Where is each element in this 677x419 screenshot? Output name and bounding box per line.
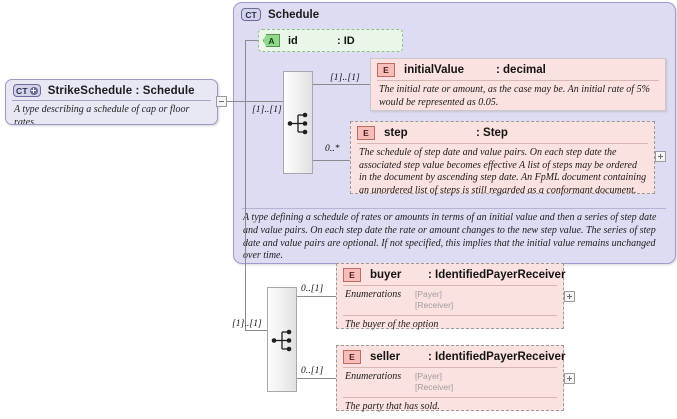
element-documentation: The party that has sold. [345, 400, 440, 412]
root-documentation: A type describing a schedule of cap or f… [14, 104, 190, 125]
enumerations-label: Enumerations [345, 289, 402, 300]
element-separator [343, 367, 557, 368]
root-type-box-strikeschedule[interactable]: CT StrikeSchedule : Schedule A type desc… [5, 79, 218, 125]
element-name: seller [370, 351, 401, 363]
element-documentation: The buyer of the option [345, 318, 439, 330]
element-documentation: The schedule of step date and value pair… [359, 147, 647, 196]
element-header-initialvalue: E initialValue : decimal [371, 59, 665, 80]
connector-to-strikeschedule-compositor [245, 330, 267, 331]
element-box-initialvalue[interactable]: E initialValue : decimal The initial rat… [370, 58, 666, 111]
sequence-icon [287, 112, 308, 135]
connector-attribute-horizontal [245, 40, 258, 41]
attribute-name: id [288, 34, 298, 47]
element-header-seller: E seller : IdentifiedPayerReceiver [337, 346, 566, 367]
enumerations-label: Enumerations [345, 371, 402, 382]
ct-label: CT [16, 85, 28, 96]
container-title: Schedule [268, 8, 320, 21]
element-separator [377, 80, 659, 81]
container-separator [242, 208, 666, 209]
element-name: step [384, 127, 408, 139]
cardinality-step: 0..* [325, 144, 340, 154]
connector-root-out [227, 101, 245, 102]
cardinality-initialvalue: [1]..[1] [330, 73, 360, 83]
enum-value: [Receiver] [415, 382, 454, 393]
cardinality-schedule-branch: [1]..[1] [252, 105, 282, 115]
element-type: : decimal [496, 64, 546, 76]
collapse-toggle-strikeschedule[interactable] [216, 96, 227, 107]
root-header: CT StrikeSchedule : Schedule [6, 80, 217, 100]
connector-to-schedule-compositor [245, 101, 283, 102]
element-type: : IdentifiedPayerReceiver [428, 351, 566, 363]
element-box-seller[interactable]: E seller : IdentifiedPayerReceiver Enume… [336, 345, 566, 412]
element-badge-icon: E [343, 350, 361, 364]
element-box-step[interactable]: E step : Step The schedule of step date … [350, 121, 655, 196]
element-type: : IdentifiedPayerReceiver [428, 269, 566, 281]
connector-attribute-vertical [245, 40, 246, 101]
enum-value: [Receiver] [415, 300, 454, 311]
connector-to-buyer [297, 296, 337, 297]
sequence-icon [271, 329, 292, 352]
element-badge-icon: E [377, 63, 395, 77]
container-documentation: A type defining a schedule of rates or a… [243, 212, 657, 262]
element-enumerations-buyer: Enumerations [Payer] [Receiver] [337, 286, 563, 315]
element-enumerations-seller: Enumerations [Payer] [Receiver] [337, 368, 563, 397]
enumerations-values: [Payer] [Receiver] [415, 289, 453, 312]
element-separator-2 [343, 314, 557, 316]
attribute-box-id[interactable]: A id : ID [258, 29, 403, 52]
enum-value: [Payer] [415, 371, 442, 381]
plus-circle-icon [29, 86, 38, 95]
cardinality-seller: 0..[1] [301, 366, 324, 376]
element-box-buyer[interactable]: E buyer : IdentifiedPayerReceiver Enumer… [336, 263, 566, 330]
complextype-badge-icon: CT [241, 8, 261, 21]
connector-root-vertical [245, 101, 246, 330]
cardinality-strikeschedule-branch: [1]..[1] [232, 319, 262, 329]
attribute-badge-icon: A [263, 34, 280, 47]
element-header-step: E step : Step [351, 122, 654, 143]
connector-to-step [313, 160, 350, 161]
enum-value: [Payer] [415, 289, 442, 299]
element-type: : Step [476, 127, 508, 139]
sequence-compositor-schedule[interactable] [283, 71, 313, 174]
sequence-compositor-strikeschedule[interactable] [267, 287, 297, 392]
connector-to-initialvalue [313, 84, 370, 85]
root-title: StrikeSchedule : Schedule [47, 84, 195, 97]
element-badge-icon: E [343, 268, 361, 282]
element-documentation: The initial rate or amount, as the case … [379, 84, 650, 108]
expand-toggle-step[interactable] [655, 151, 666, 162]
enumerations-values: [Payer] [Receiver] [415, 371, 453, 394]
container-header: CT Schedule [241, 8, 319, 21]
element-header-buyer: E buyer : IdentifiedPayerReceiver [337, 264, 566, 285]
element-separator-2 [343, 396, 557, 398]
expand-toggle-buyer[interactable] [564, 291, 575, 302]
root-separator [12, 100, 211, 101]
element-separator [357, 143, 648, 144]
element-separator [343, 285, 557, 286]
complextype-plus-icon: CT [13, 84, 41, 97]
element-badge-icon: E [357, 126, 375, 140]
expand-toggle-seller[interactable] [564, 373, 575, 384]
attribute-type: : ID [337, 34, 355, 47]
connector-to-seller [297, 378, 337, 379]
element-name: initialValue [404, 64, 465, 76]
element-name: buyer [370, 269, 402, 281]
cardinality-buyer: 0..[1] [301, 284, 324, 294]
